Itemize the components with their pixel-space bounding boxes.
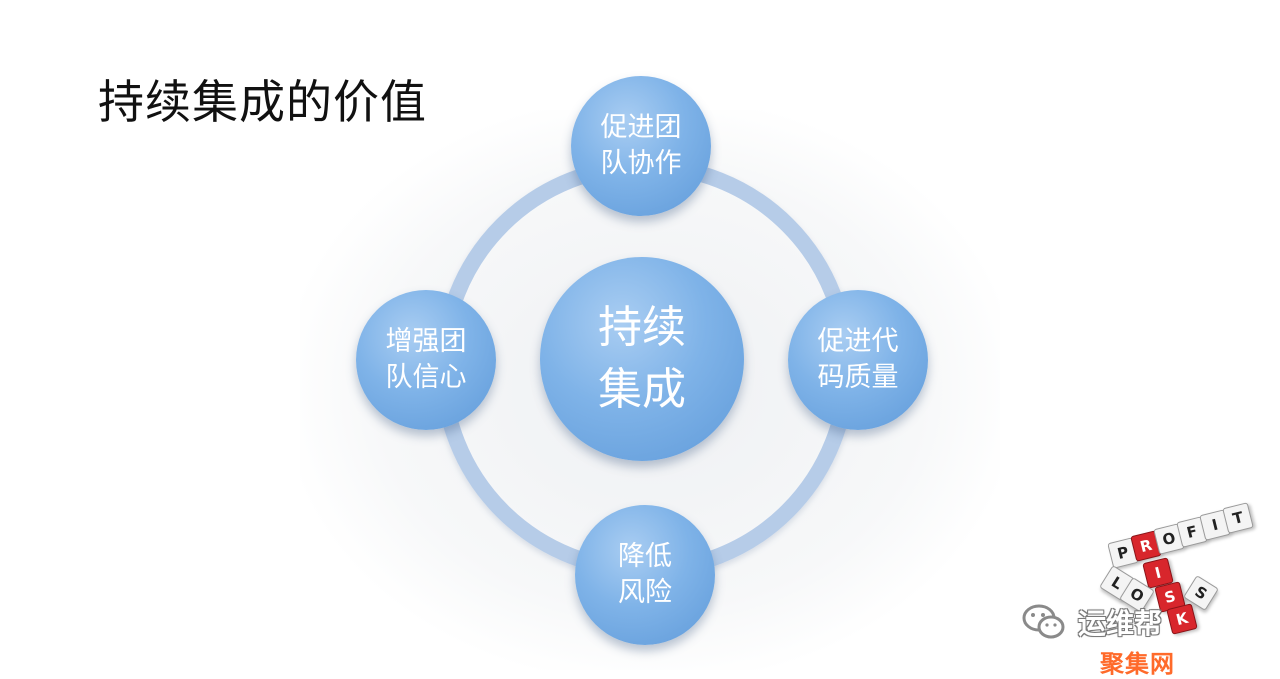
site-watermark: 聚集网 — [1100, 650, 1175, 678]
node-label-top: 促进团 队协作 — [600, 112, 682, 179]
node-label-right: 促进代 码质量 — [817, 326, 899, 393]
wechat-account-name: 运维帮 — [1078, 607, 1163, 640]
slide-title: 持续集成的价值 — [98, 75, 427, 129]
center-node-label: 持续 集成 — [598, 302, 686, 415]
node-reduce-risk: 降低 风险 — [575, 505, 715, 645]
wechat-watermark: 运维帮 — [1022, 602, 1162, 642]
node-team-collaboration: 促进团 队协作 — [571, 76, 711, 216]
die-k: K — [1166, 603, 1198, 635]
node-label-bottom: 降低 风险 — [618, 541, 672, 608]
dice-logo: P R O F I T I S K L O S — [1099, 480, 1260, 635]
node-team-confidence: 增强团 队信心 — [356, 290, 496, 430]
node-label-left: 增强团 队信心 — [385, 326, 467, 393]
center-node: 持续 集成 — [540, 257, 744, 461]
die-t: T — [1222, 502, 1254, 534]
node-code-quality: 促进代 码质量 — [788, 290, 928, 430]
wechat-icon — [1022, 603, 1066, 641]
